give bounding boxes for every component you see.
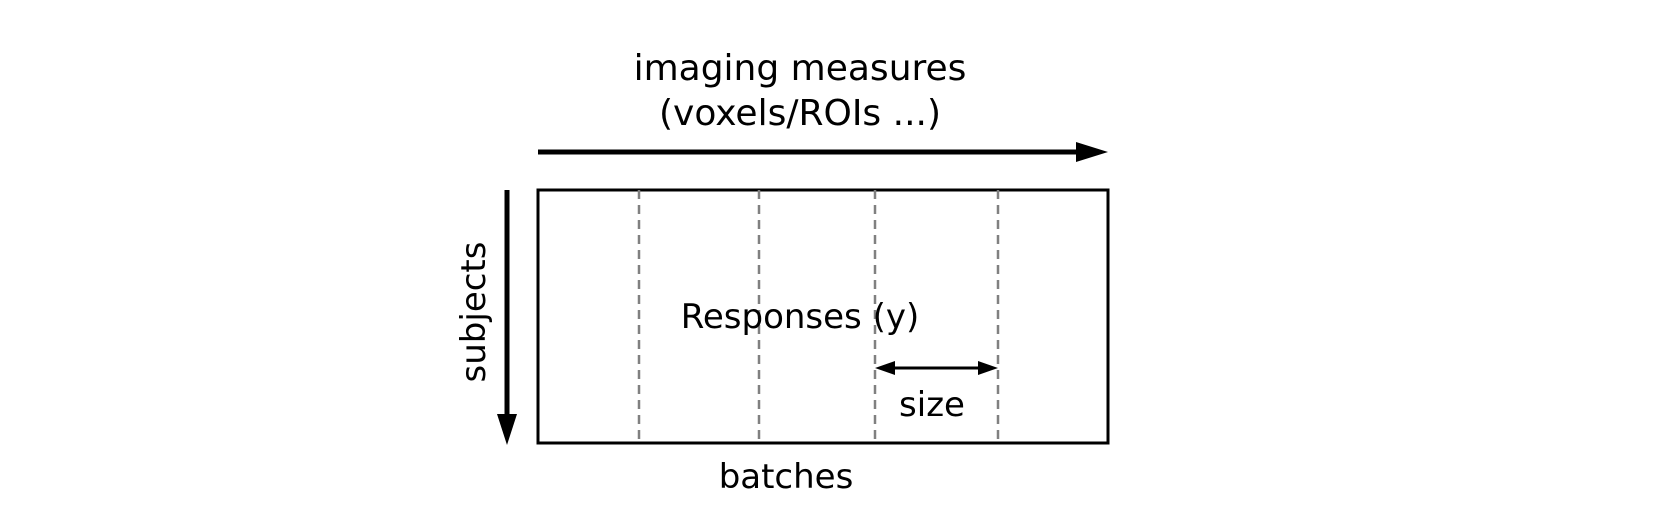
subjects-label: subjects [454, 242, 494, 383]
batches-label: batches [719, 457, 854, 497]
imaging-measures-label: imaging measures [634, 48, 967, 89]
responses-label: Responses (y) [681, 297, 919, 337]
vertical-arrow [497, 190, 517, 445]
imaging-measures-sublabel: (voxels/ROIs ...) [659, 93, 941, 134]
size-label: size [899, 385, 965, 425]
size-double-arrow [875, 361, 998, 375]
horizontal-arrow [538, 142, 1108, 162]
responses-matrix [536, 188, 1110, 445]
